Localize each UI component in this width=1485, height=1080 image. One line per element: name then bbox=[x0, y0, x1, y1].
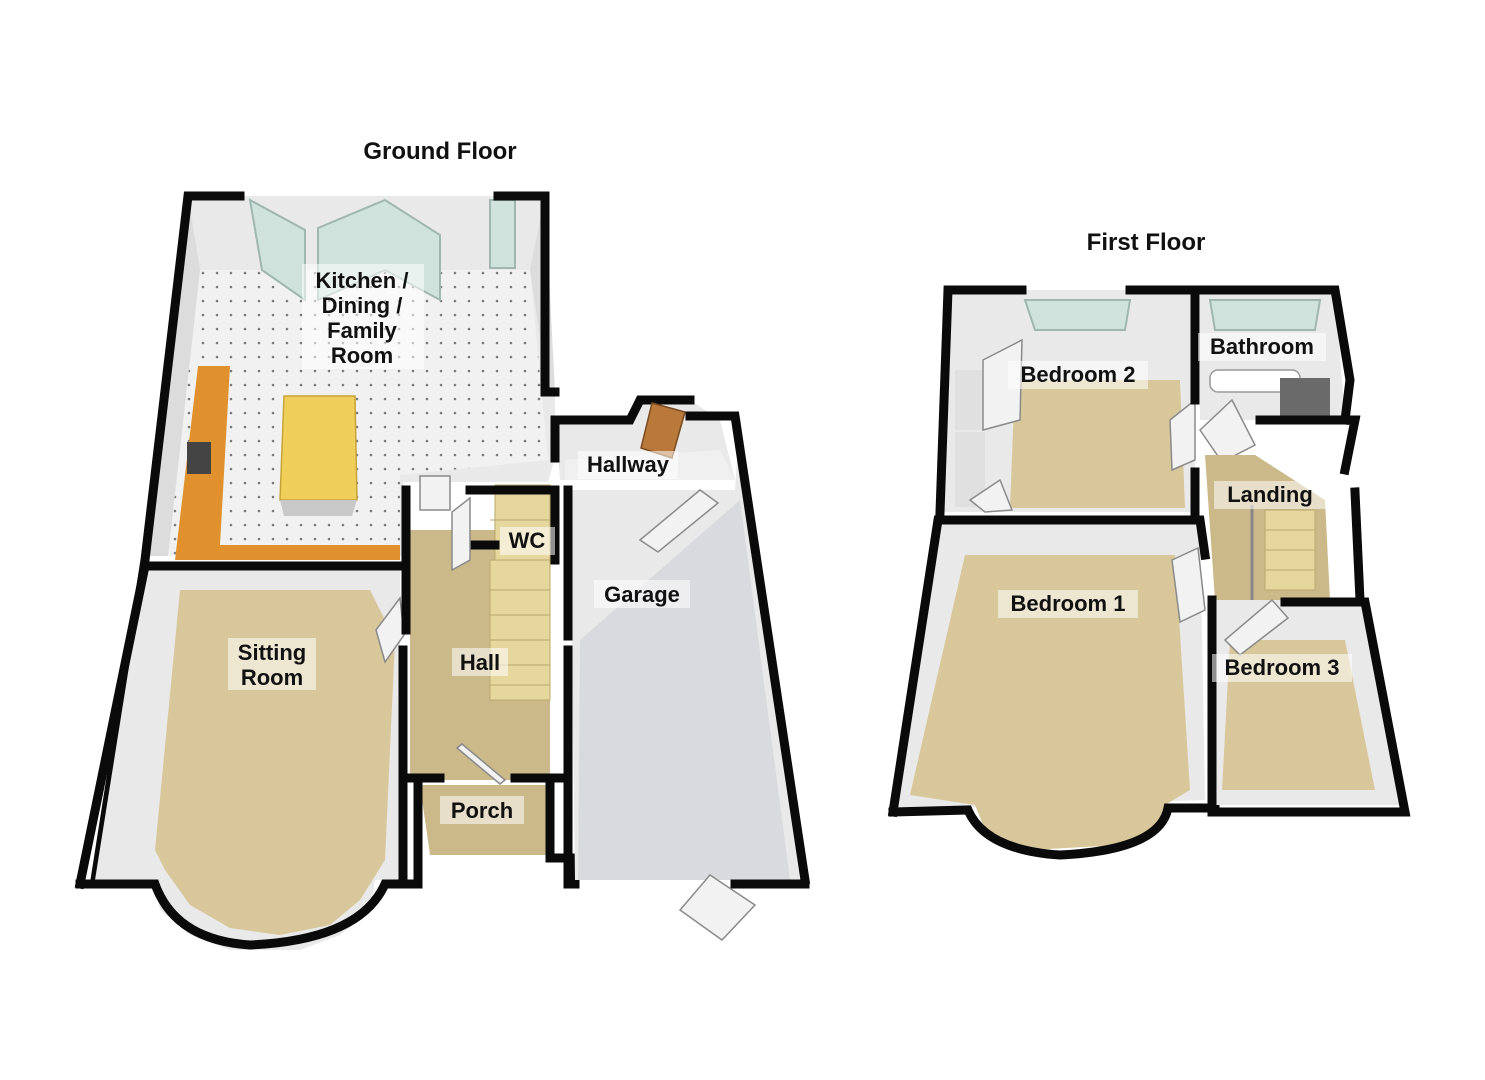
first-floor-title: First Floor bbox=[1087, 229, 1206, 256]
bathroom bbox=[1195, 285, 1355, 463]
garage-door bbox=[678, 874, 757, 941]
bedroom-2-window bbox=[1023, 299, 1132, 331]
bathroom-window bbox=[1208, 299, 1322, 331]
bathroom-door bbox=[1199, 398, 1257, 463]
first-floor-labels: Bedroom 2 Bathroom Landing Bedroom 1 Bed… bbox=[998, 333, 1352, 682]
front-door bbox=[455, 743, 507, 785]
sitting-room-label-line2: Room bbox=[241, 665, 303, 690]
bedroom-1 bbox=[887, 515, 1220, 860]
garage-inner-door bbox=[638, 489, 720, 553]
landing-label: Landing bbox=[1227, 482, 1313, 507]
hall-label: Hall bbox=[460, 650, 500, 675]
wc-door bbox=[451, 496, 471, 572]
hob bbox=[187, 442, 211, 474]
kitchen-label-line3: Family bbox=[327, 318, 397, 343]
kitchen-label-line1: Kitchen / bbox=[316, 268, 409, 293]
sitting-room-door bbox=[375, 596, 405, 664]
sitting-room-label-line1: Sitting bbox=[238, 640, 306, 665]
kitchen-dining-family-room bbox=[89, 191, 560, 886]
bedroom-3 bbox=[1207, 595, 1411, 817]
wc-label: WC bbox=[509, 528, 546, 553]
ground-floor-labels: Kitchen / Dining / Family Room Sitting R… bbox=[228, 264, 690, 824]
bedroom-3-door bbox=[1223, 598, 1290, 656]
ground-floor-title: Ground Floor bbox=[363, 138, 516, 165]
hallway-label: Hallway bbox=[587, 452, 670, 477]
garage-label: Garage bbox=[604, 582, 680, 607]
kitchen-label-line2: Dining / bbox=[322, 293, 403, 318]
bathroom-label: Bathroom bbox=[1210, 334, 1314, 359]
ground-floor-plan: Ground Floor bbox=[74, 138, 811, 950]
bedroom-2 bbox=[935, 285, 1200, 517]
bedroom-3-label: Bedroom 3 bbox=[1225, 655, 1340, 680]
sitting-room bbox=[74, 561, 423, 950]
first-floor-plan: First Floor bbox=[887, 229, 1411, 860]
shower bbox=[1280, 378, 1330, 416]
kitchen-label-line4: Room bbox=[331, 343, 393, 368]
kitchen-island bbox=[279, 395, 358, 501]
bedroom-2-label: Bedroom 2 bbox=[1021, 362, 1136, 387]
bedroom-1-door bbox=[1171, 546, 1206, 624]
garage bbox=[563, 411, 811, 941]
porch-label: Porch bbox=[451, 798, 513, 823]
kitchen-counter bbox=[175, 366, 400, 560]
bedroom-1-label: Bedroom 1 bbox=[1011, 591, 1126, 616]
bedroom-2-door bbox=[1169, 398, 1196, 472]
